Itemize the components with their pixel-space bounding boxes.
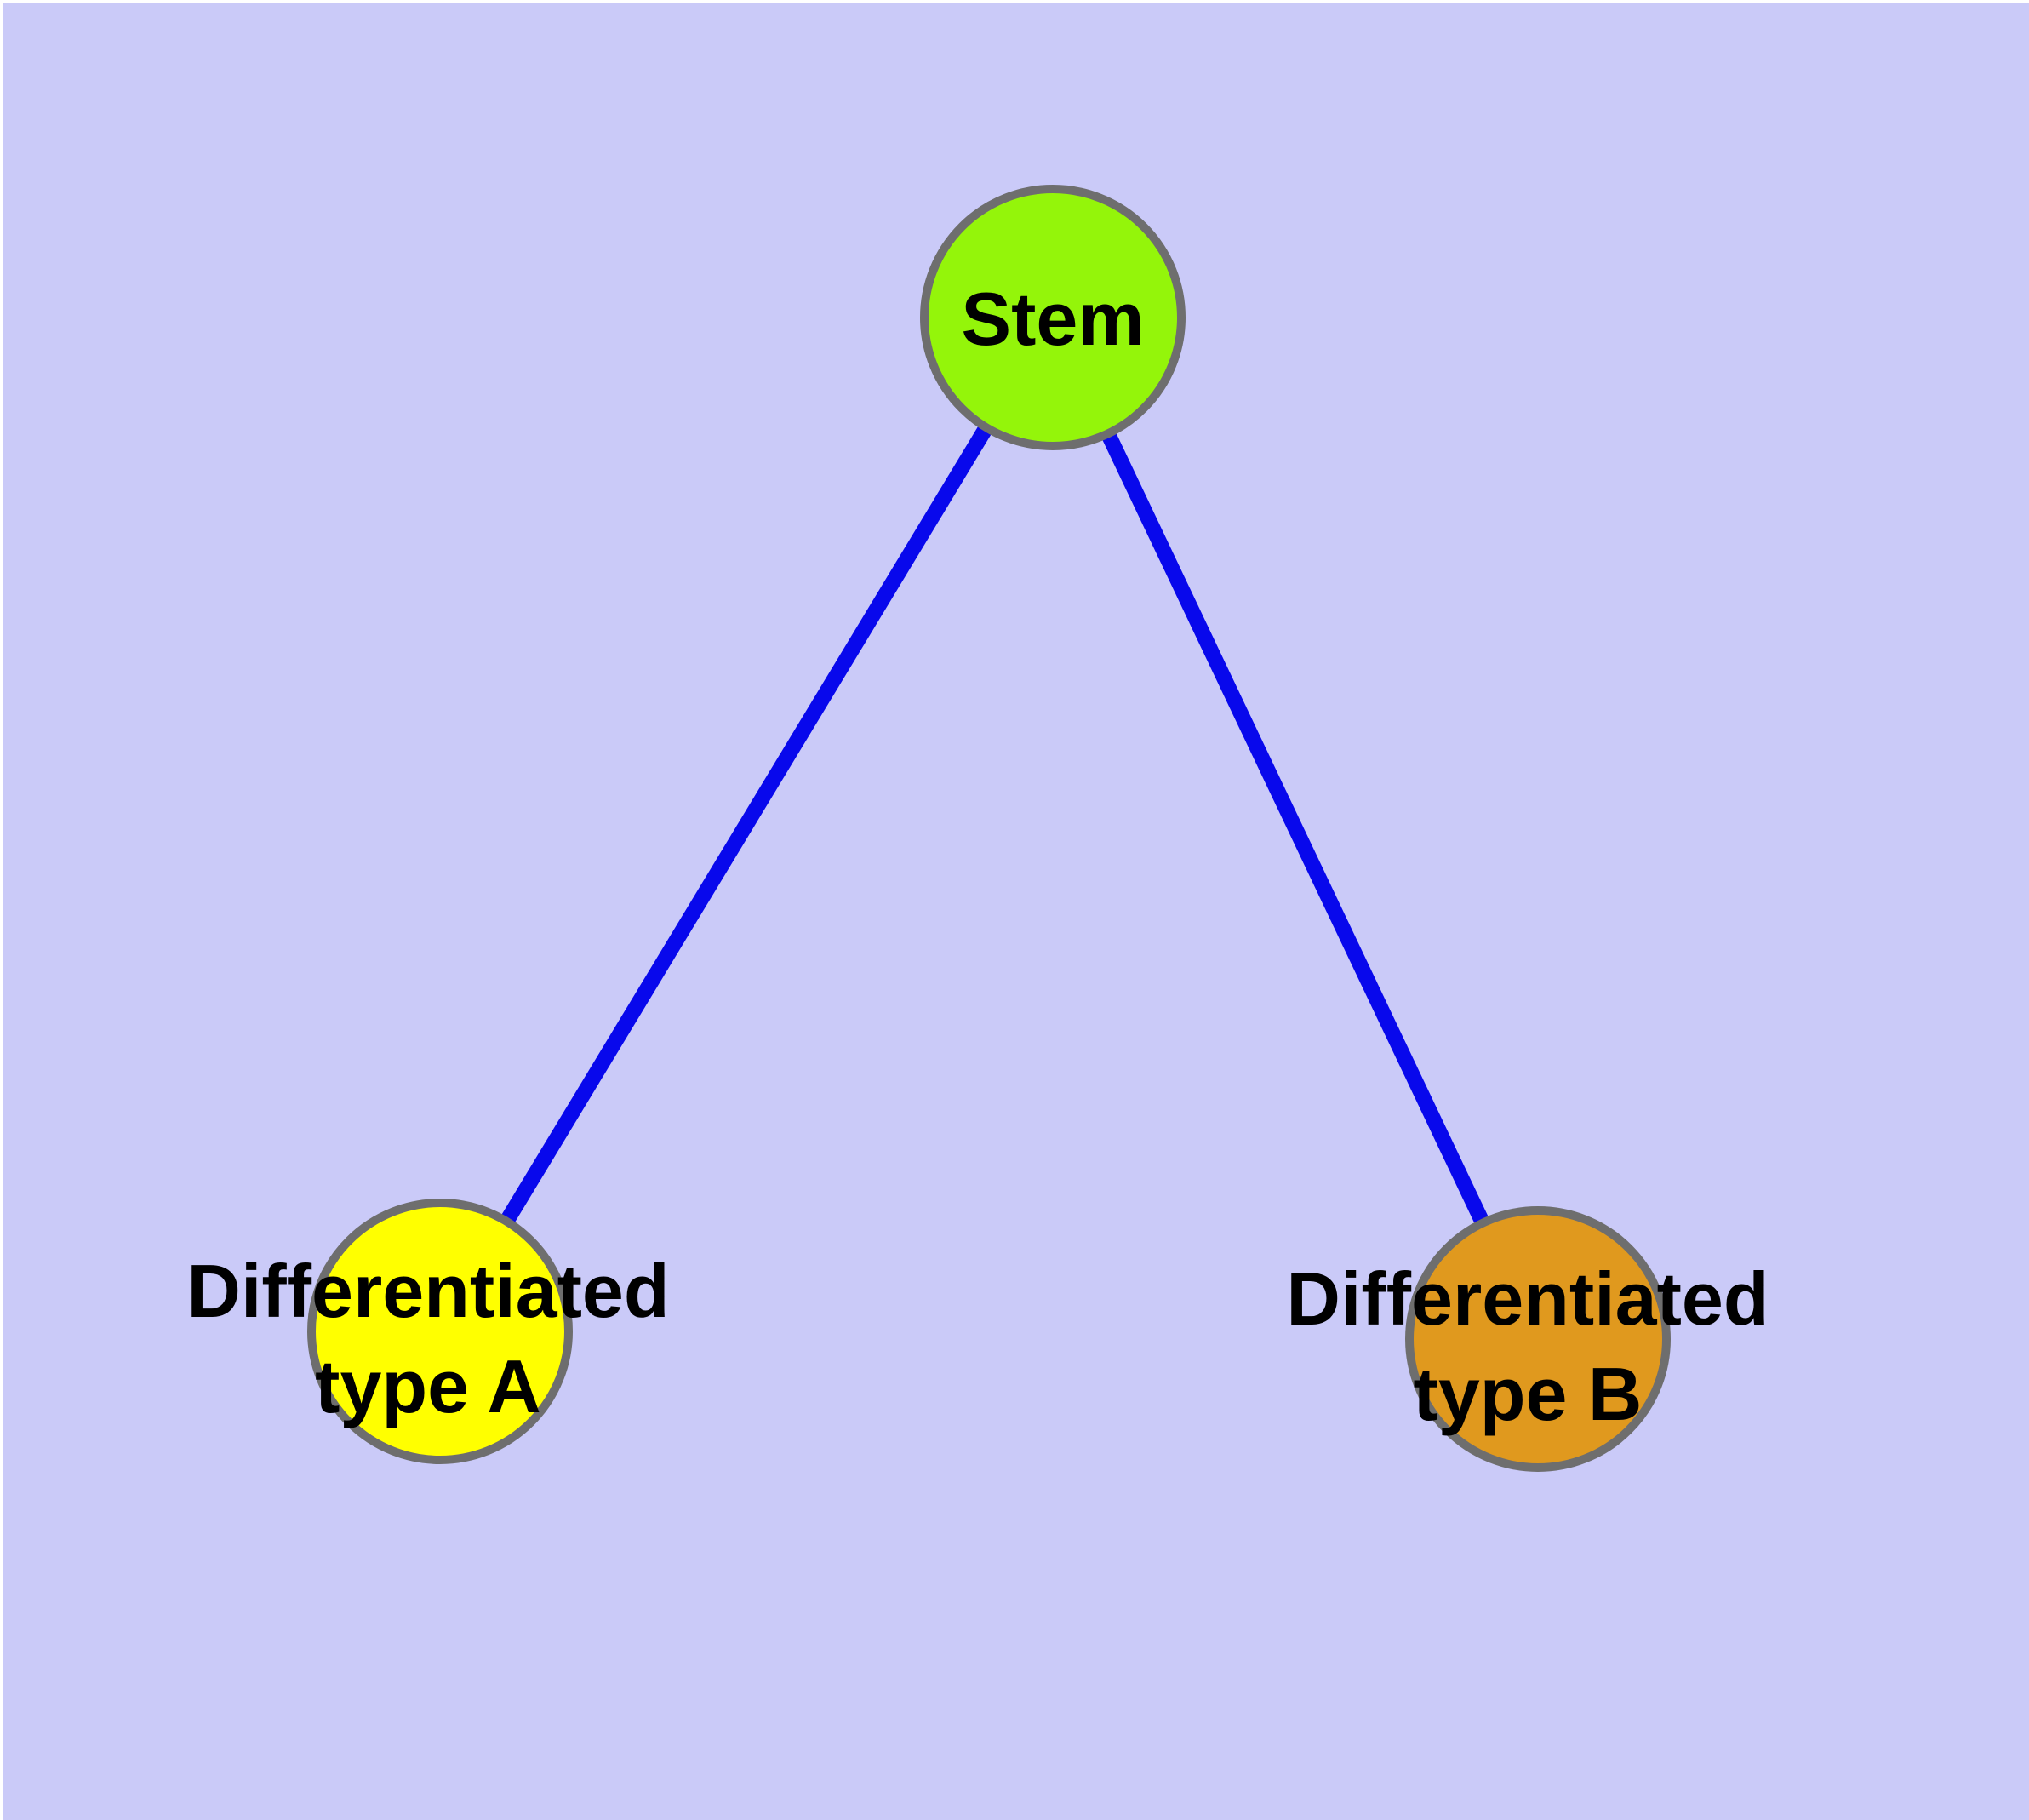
node-type-b-label-line2: type B <box>1414 1352 1643 1436</box>
node-type-a-label-line1: Differentiated <box>186 1249 669 1333</box>
node-stem-circle <box>920 185 1186 450</box>
node-stem-label: Stem <box>961 277 1144 361</box>
node-type-b-label-line1: Differentiated <box>1286 1256 1769 1341</box>
edge-stem-to-type-a <box>433 313 1060 1336</box>
node-type-b-circle <box>1405 1206 1671 1472</box>
node-type-a-label-line2: type A <box>315 1344 541 1428</box>
edge-stem-to-type-b <box>1045 314 1546 1342</box>
node-type-a-circle <box>307 1199 573 1464</box>
